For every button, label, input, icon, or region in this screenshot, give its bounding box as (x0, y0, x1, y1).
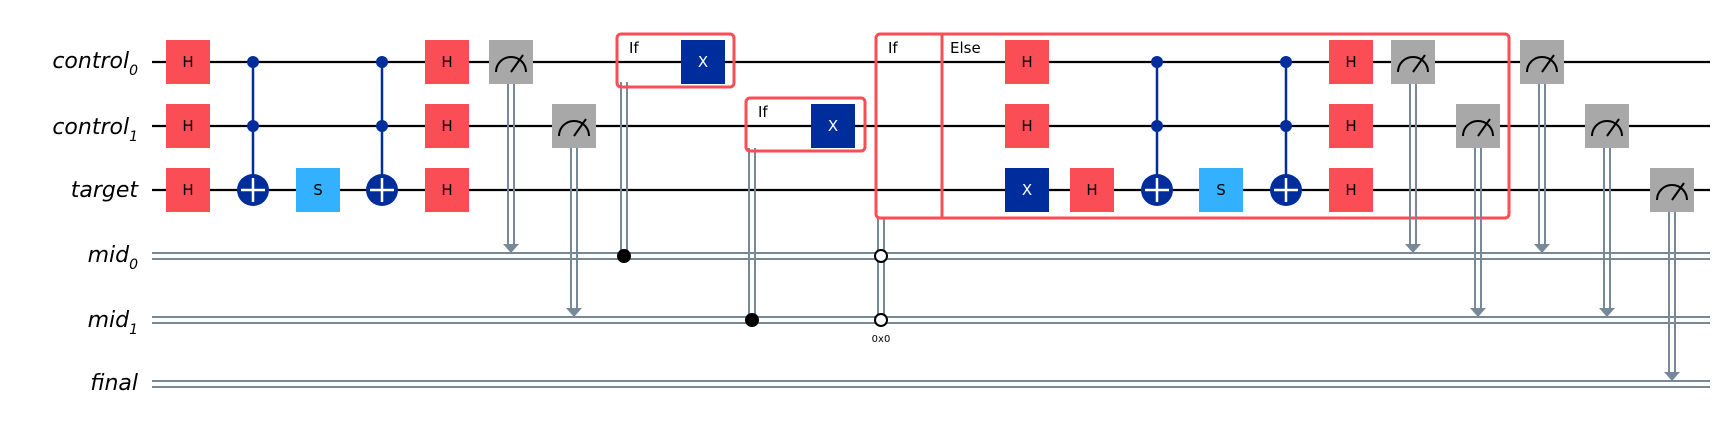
svg-text:H: H (1086, 181, 1097, 199)
if-label: If (888, 39, 898, 57)
control-dot (1151, 120, 1163, 132)
if-block-mid0: If X (615, 32, 736, 263)
x-gate: X (1005, 168, 1049, 212)
classical-control-dot (617, 249, 631, 263)
open-control-dot (874, 249, 888, 263)
x-gate: X (681, 40, 725, 84)
if-box-outline (744, 96, 867, 153)
condition-value: 0x0 (872, 334, 891, 345)
wire-final (152, 380, 1710, 388)
h-gate: H (1329, 168, 1373, 212)
h-gate: H (425, 168, 469, 212)
open-control-dot (874, 313, 888, 327)
control-dot (1280, 56, 1292, 68)
toffoli-gate (366, 56, 398, 206)
svg-text:H: H (182, 181, 193, 199)
svg-text:S: S (1216, 181, 1226, 199)
x-gate: X (811, 104, 855, 148)
svg-text:H: H (1021, 117, 1032, 135)
toffoli-gate (237, 56, 269, 206)
target-xor-icon (237, 174, 269, 206)
measure-gate (1520, 40, 1564, 253)
h-gate: H (1329, 40, 1373, 84)
svg-text:H: H (182, 53, 193, 71)
meter-icon (495, 54, 527, 73)
toffoli-gate (1270, 56, 1302, 206)
svg-text:H: H (1345, 181, 1356, 199)
control-dot (376, 120, 388, 132)
h-gate: H (166, 168, 210, 212)
meter-icon (1526, 54, 1558, 73)
if-label: If (758, 103, 768, 121)
h-gate: H (1005, 40, 1049, 84)
register-label-target: target (71, 178, 140, 203)
register-label-mid1: mid1 (88, 308, 138, 338)
svg-text:X: X (828, 117, 838, 135)
measure-gate (489, 40, 533, 253)
classical-control-dot (745, 313, 759, 327)
measure-gate (1585, 104, 1629, 317)
measure-gate (1391, 40, 1435, 253)
wire-mid1 (152, 316, 1710, 324)
svg-text:H: H (1021, 53, 1032, 71)
h-gate: H (425, 40, 469, 84)
control-dot (247, 120, 259, 132)
register-label-mid0: mid0 (88, 243, 139, 273)
target-xor-icon (366, 174, 398, 206)
s-gate: S (1199, 168, 1243, 212)
else-label: Else (950, 39, 981, 57)
if-label: If (629, 39, 639, 57)
measure-gate (552, 104, 596, 317)
h-gate: H (1005, 104, 1049, 148)
control-dot (1151, 56, 1163, 68)
h-gate: H (1329, 104, 1373, 148)
meter-icon (558, 118, 590, 137)
control-dot (376, 56, 388, 68)
svg-text:X: X (698, 53, 708, 71)
control-dot (247, 56, 259, 68)
target-xor-icon (1141, 174, 1173, 206)
register-label-final: final (90, 371, 138, 396)
meter-icon (1397, 54, 1429, 73)
wire-mid0 (152, 252, 1710, 260)
meter-icon (1591, 118, 1623, 137)
register-label-control1: control1 (52, 115, 138, 145)
h-gate: H (425, 104, 469, 148)
if-box-outline (615, 32, 736, 89)
if-else-box-outline (874, 32, 1511, 220)
svg-text:X: X (1022, 181, 1032, 199)
svg-text:H: H (441, 53, 452, 71)
svg-text:H: H (182, 117, 193, 135)
if-block-mid1: If X (744, 96, 867, 327)
control-dot (1280, 120, 1292, 132)
if-else-block: 0x0 If Else H H X H (872, 32, 1511, 345)
measure-gate (1650, 168, 1694, 381)
svg-text:H: H (1345, 53, 1356, 71)
svg-text:S: S (313, 181, 323, 199)
measure-gate (1456, 104, 1500, 317)
svg-text:H: H (441, 117, 452, 135)
register-label-control0: control0 (52, 49, 138, 79)
target-xor-icon (1270, 174, 1302, 206)
s-gate: S (296, 168, 340, 212)
h-gate: H (166, 104, 210, 148)
meter-icon (1656, 182, 1688, 201)
h-gate: H (1070, 168, 1114, 212)
svg-text:H: H (1345, 117, 1356, 135)
h-gate: H (166, 40, 210, 84)
toffoli-gate (1141, 56, 1173, 206)
svg-text:H: H (441, 181, 452, 199)
meter-icon (1462, 118, 1494, 137)
